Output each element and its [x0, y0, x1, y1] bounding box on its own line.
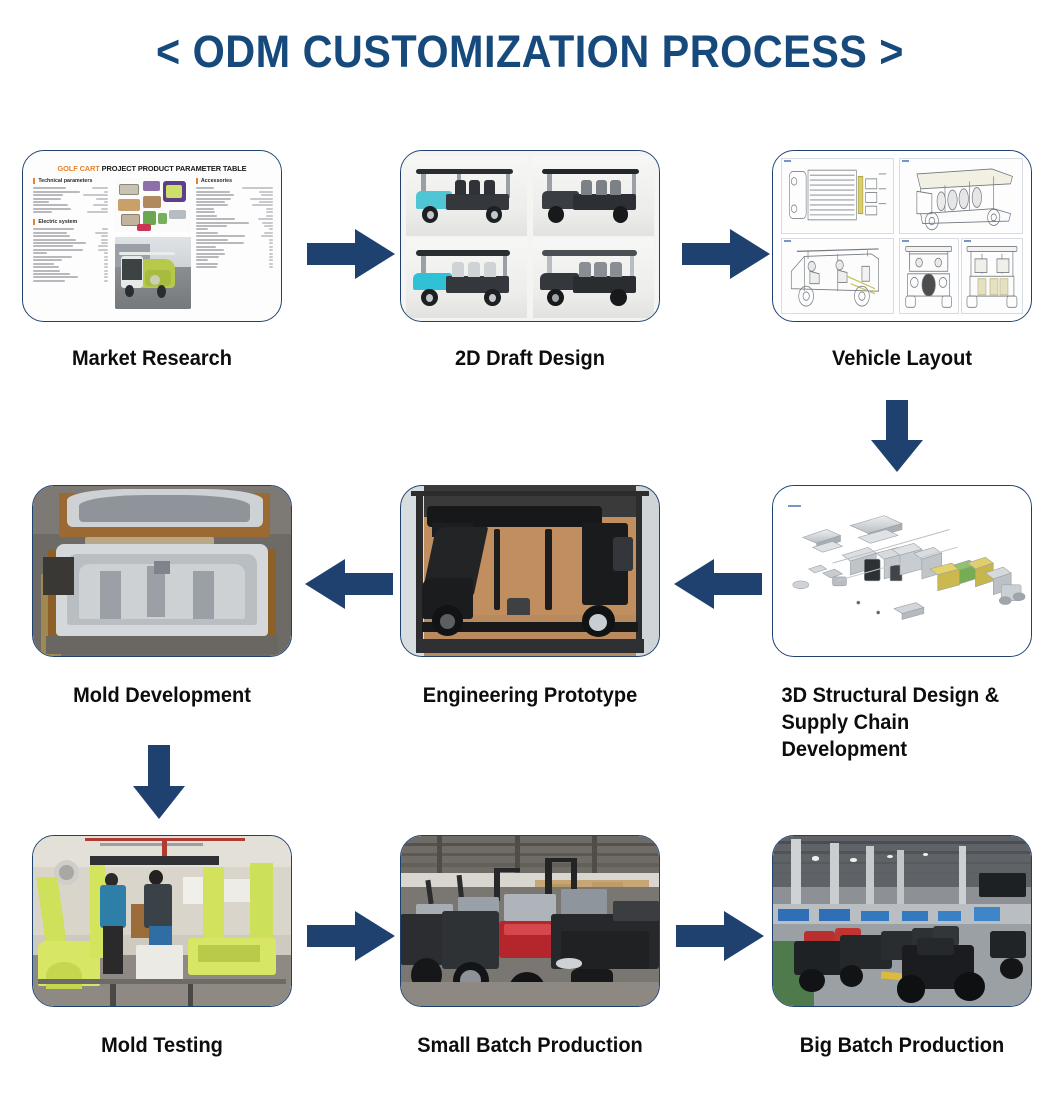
parameter-sheet-media	[114, 178, 191, 310]
accessories-heading: Accessories	[195, 178, 273, 185]
technical-parameters-column: Technical parameters Electric system	[33, 178, 109, 282]
electric-system-rows	[33, 228, 109, 282]
arrow-vehicle-layout-to-3d-structural	[868, 400, 926, 472]
step-card-mold-development[interactable]	[32, 485, 292, 657]
step-label-vehicle-layout: Vehicle Layout	[831, 346, 973, 370]
parameter-sheet-title-rest: PROJECT PRODUCT PARAMETER TABLE	[99, 163, 247, 173]
step-card-mold-testing[interactable]	[32, 835, 292, 1007]
accessories-column: Accessories	[195, 178, 274, 269]
arrow-3d-structural-to-engineering-prototype	[674, 556, 762, 612]
2d-draft-design-image	[401, 151, 659, 321]
arrow-mold-development-to-mold-testing	[130, 745, 188, 819]
mold-testing-image	[33, 836, 291, 1006]
small-batch-production-image	[401, 836, 659, 1006]
golf-cart-photo	[114, 237, 191, 310]
step-label-small-batch-production: Small Batch Production	[417, 1033, 643, 1057]
market-research-image: GOLF CART PROJECT PRODUCT PARAMETER TABL…	[23, 151, 281, 321]
step-card-market-research[interactable]: GOLF CART PROJECT PRODUCT PARAMETER TABL…	[22, 150, 282, 322]
step-label-market-research: Market Research	[71, 346, 233, 370]
accessories-rows	[195, 187, 274, 269]
step-card-2d-draft-design[interactable]	[400, 150, 660, 322]
step-label-big-batch-production: Big Batch Production	[799, 1033, 1005, 1057]
step-card-3d-structural-design[interactable]	[772, 485, 1032, 657]
parameter-sheet-brand: GOLF CART	[57, 163, 100, 173]
step-card-small-batch-production[interactable]	[400, 835, 660, 1007]
arrow-market-research-to-2d-draft	[307, 226, 395, 282]
arrow-engineering-prototype-to-mold-development	[305, 556, 393, 612]
page-title: < ODM CUSTOMIZATION PROCESS >	[156, 26, 904, 77]
parameter-sheet-title: GOLF CART PROJECT PRODUCT PARAMETER TABL…	[23, 164, 281, 173]
engineering-prototype-image	[401, 486, 659, 656]
arrow-mold-testing-to-small-batch	[307, 908, 395, 964]
big-batch-production-image	[773, 836, 1031, 1006]
3d-structural-design-image	[773, 486, 1031, 656]
mold-development-image	[33, 486, 291, 656]
technical-parameters-rows	[33, 187, 109, 214]
technical-parameters-heading: Technical parameters	[33, 178, 108, 185]
accessories-photo	[114, 178, 191, 232]
vehicle-layout-image	[773, 151, 1031, 321]
arrow-small-batch-to-big-batch	[676, 908, 764, 964]
electric-system-heading: Electric system	[33, 219, 108, 226]
step-card-vehicle-layout[interactable]	[772, 150, 1032, 322]
step-label-engineering-prototype: Engineering Prototype	[422, 683, 638, 707]
step-label-3d-structural-design: 3D Structural Design & Supply Chain Deve…	[781, 683, 1000, 761]
step-label-2d-draft-design: 2D Draft Design	[454, 346, 605, 370]
arrow-2d-draft-to-vehicle-layout	[682, 226, 770, 282]
step-card-engineering-prototype[interactable]	[400, 485, 660, 657]
step-label-mold-development: Mold Development	[73, 683, 251, 707]
step-card-big-batch-production[interactable]	[772, 835, 1032, 1007]
step-label-mold-testing: Mold Testing	[101, 1033, 223, 1057]
